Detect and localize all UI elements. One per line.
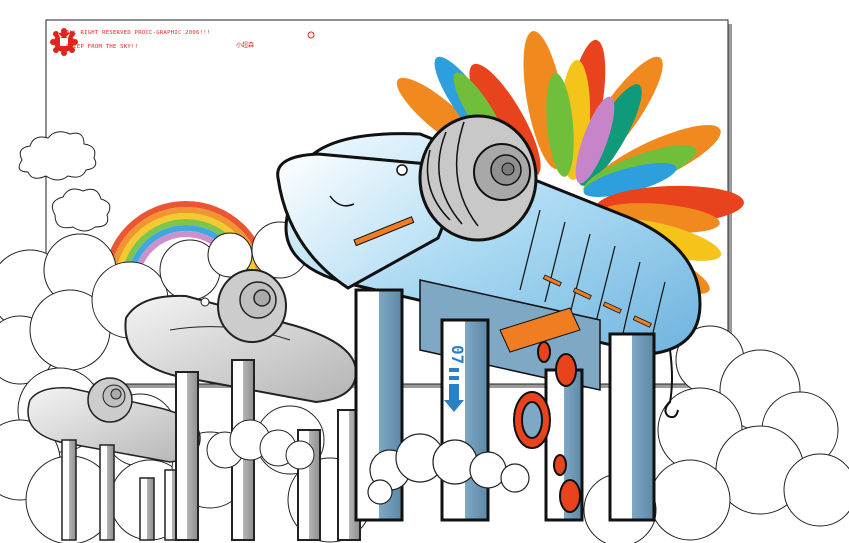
cloud-mass-right (583, 325, 849, 543)
tail (664, 349, 679, 419)
signature-text: 小超森 (236, 42, 255, 49)
ram-big: 07 (276, 114, 702, 522)
cloud-front (367, 433, 530, 505)
ram-number: 07 (448, 345, 467, 364)
down-arrow-icon (444, 368, 464, 412)
red-flower-badge-icon (50, 28, 78, 56)
small-red-ring-icon (307, 31, 315, 39)
caption-text: SHEEP FROM THE SKY!! (66, 44, 139, 50)
cloud-rainbow-left (51, 188, 111, 232)
vent-dial-icons (513, 341, 581, 513)
cloud-mid-foreground (206, 419, 315, 470)
cloud-top-left (18, 131, 97, 181)
copyright-text: ALL RIGHT RESERVED PROCC-GRAPHIC 2006!!! (66, 30, 211, 36)
